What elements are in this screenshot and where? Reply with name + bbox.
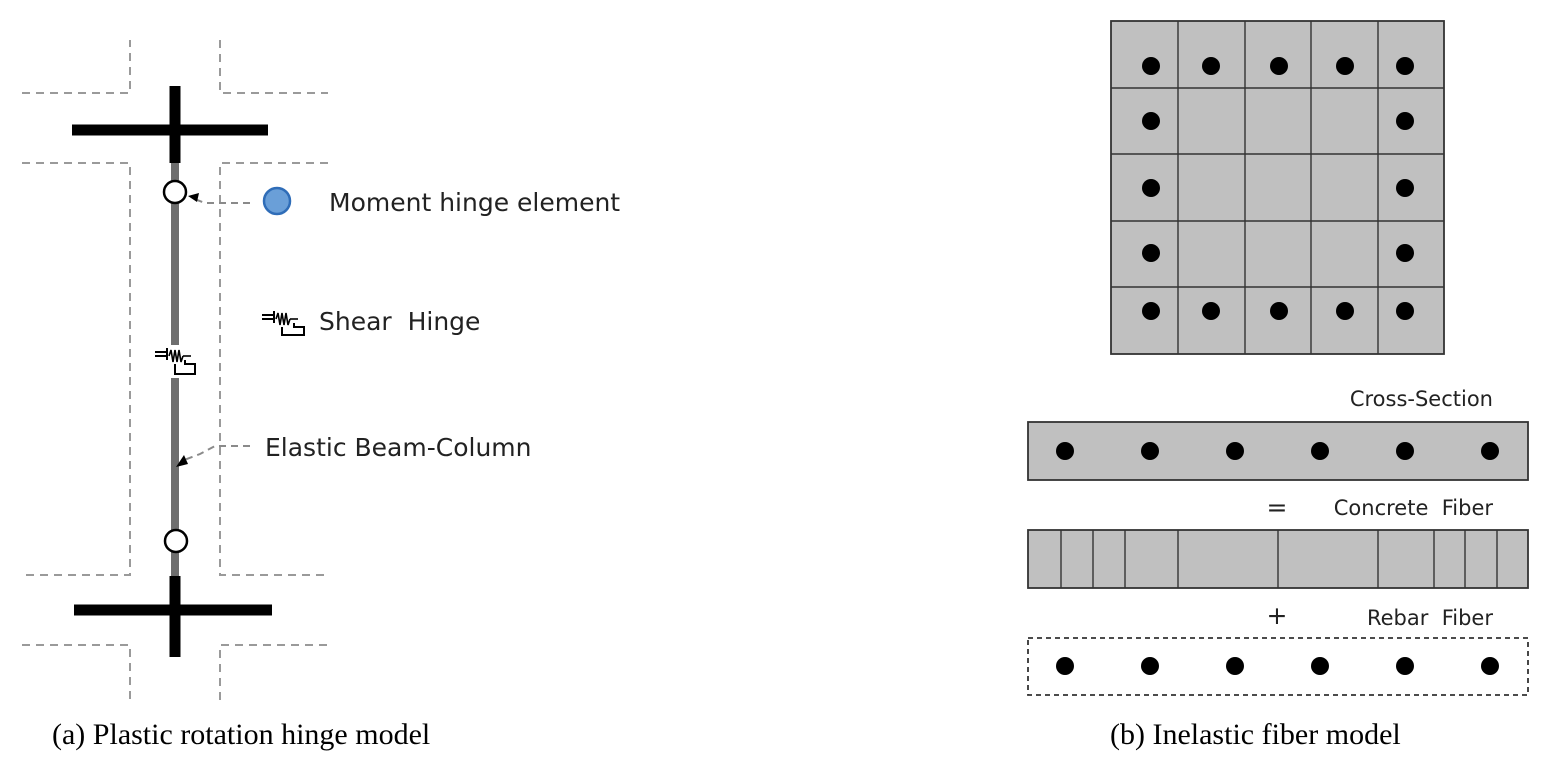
rebar-fiber-strip xyxy=(1027,637,1529,696)
label-concrete-fiber: Concrete Fiber xyxy=(1334,496,1494,520)
panel-b: Cross-Section = Concrete Fiber + xyxy=(1027,20,1529,751)
equals-symbol: = xyxy=(1267,493,1288,522)
cross-section-rebars xyxy=(1142,57,1414,320)
concrete-fiber-strip xyxy=(1027,529,1529,589)
legend-shear-label: Shear Hinge xyxy=(319,307,480,336)
caption-a: (a) Plastic rotation hinge model xyxy=(52,718,430,751)
shear-legend-icon xyxy=(262,311,305,336)
label-rebar-fiber: Rebar Fiber xyxy=(1367,606,1493,630)
label-elastic-beam-column: Elastic Beam-Column xyxy=(265,433,532,462)
legend-moment-label: Moment hinge element xyxy=(329,188,620,217)
moment-hinge-bottom xyxy=(163,528,189,554)
label-cross-section: Cross-Section xyxy=(1350,387,1493,411)
arrowhead-elastic xyxy=(176,455,188,467)
leader-elastic xyxy=(183,445,250,461)
boundary-lines xyxy=(22,40,328,700)
plus-symbol: + xyxy=(1267,601,1288,630)
panel-a: Moment hinge element Shear Hinge Elastic… xyxy=(22,40,620,751)
moment-hinge-top xyxy=(162,179,188,205)
shear-hinge-icon xyxy=(155,348,196,375)
section-strip xyxy=(1027,421,1529,481)
cross-section-grid xyxy=(1110,20,1445,355)
arrowhead-moment xyxy=(188,193,199,202)
caption-b: (b) Inelastic fiber model xyxy=(1110,718,1401,751)
moment-legend-icon xyxy=(262,186,292,216)
